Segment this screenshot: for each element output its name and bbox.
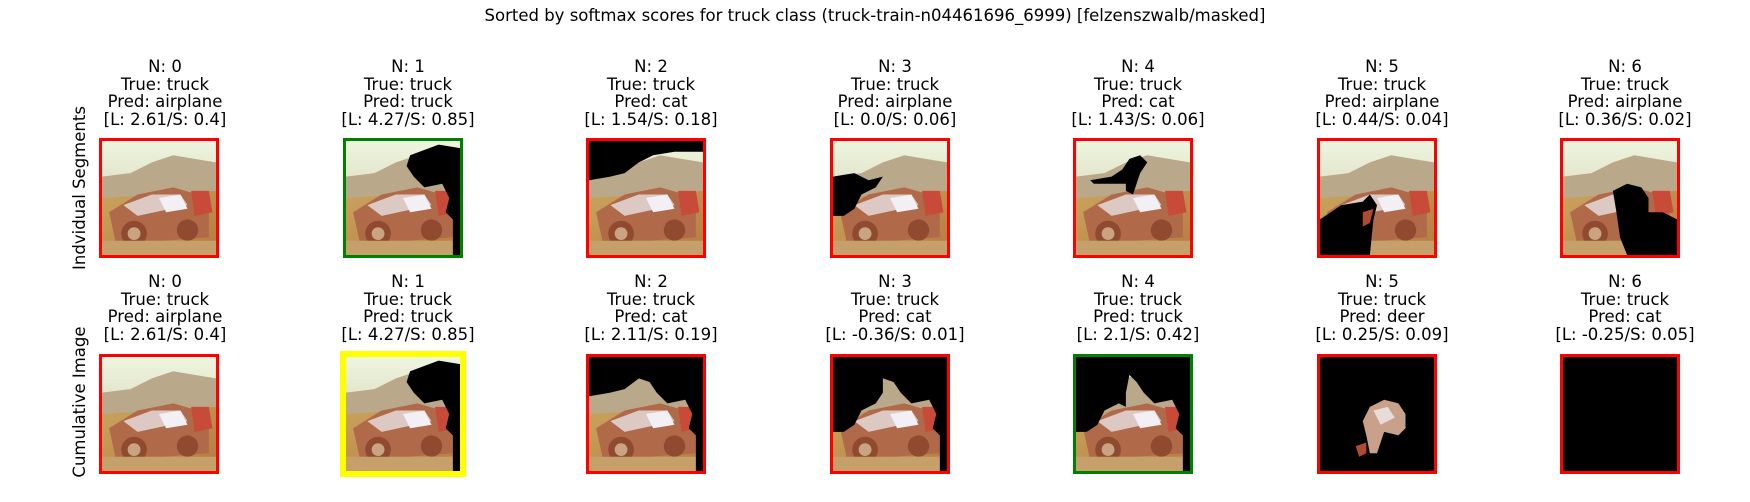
segment-panel-1: N: 1 True: truck Pred: truck [L: 4.27/S:… — [323, 58, 493, 128]
panel-index-label: N: 4 — [1121, 57, 1155, 76]
segment-image-3 — [830, 138, 950, 258]
panel-score-label: [L: 2.1/S: 0.42] — [1076, 324, 1200, 344]
panel-pred-label: Pred: deer — [1339, 307, 1425, 326]
figure-title: Sorted by softmax scores for truck class… — [484, 6, 1266, 25]
panel-true-label: True: truck — [120, 289, 210, 309]
panel-index-label: N: 0 — [148, 272, 182, 291]
panel-score-label: [L: 2.61/S: 0.4] — [103, 109, 227, 129]
cumulative-panel-5: N: 5 True: truck Pred: deer [L: 0.25/S: … — [1297, 273, 1467, 343]
panel-score-label: [L: 2.11/S: 0.19] — [584, 324, 718, 344]
panel-pred-label: Pred: cat — [1101, 92, 1175, 111]
cumulative-panel-1: N: 1 True: truck Pred: truck [L: 4.27/S:… — [323, 273, 493, 343]
cumulative-image-0 — [99, 354, 219, 474]
cumulative-image-2 — [586, 354, 706, 474]
panel-true-label: True: truck — [850, 289, 940, 309]
cumulative-image-5 — [1317, 354, 1437, 474]
segment-panel-6: N: 6 True: truck Pred: airplane [L: 0.36… — [1540, 58, 1710, 128]
panel-true-label: True: truck — [120, 74, 210, 94]
panel-index-label: N: 4 — [1121, 272, 1155, 291]
panel-score-label: [L: 4.27/S: 0.85] — [341, 109, 475, 129]
panel-true-label: True: truck — [363, 289, 453, 309]
panel-pred-label: Pred: truck — [363, 307, 453, 326]
panel-score-label: [L: -0.25/S: 0.05] — [1555, 324, 1695, 344]
panel-index-label: N: 3 — [878, 272, 912, 291]
panel-true-label: True: truck — [1580, 289, 1670, 309]
panel-pred-label: Pred: truck — [1093, 307, 1183, 326]
panel-true-label: True: truck — [1580, 74, 1670, 94]
cumulative-image-3 — [830, 354, 950, 474]
segment-image-1 — [343, 138, 463, 258]
panel-true-label: True: truck — [1093, 74, 1183, 94]
segment-panel-3: N: 3 True: truck Pred: airplane [L: 0.0/… — [810, 58, 980, 128]
panel-pred-label: Pred: cat — [858, 307, 932, 326]
panel-true-label: True: truck — [606, 289, 696, 309]
panel-true-label: True: truck — [363, 74, 453, 94]
cumulative-image-6 — [1560, 354, 1680, 474]
panel-index-label: N: 6 — [1608, 272, 1642, 291]
panel-true-label: True: truck — [606, 74, 696, 94]
segment-image-4 — [1073, 138, 1193, 258]
cumulative-image-1 — [340, 351, 466, 477]
segment-panel-4: N: 4 True: truck Pred: cat [L: 1.43/S: 0… — [1053, 58, 1223, 128]
panel-score-label: [L: 2.61/S: 0.4] — [103, 324, 227, 344]
panel-index-label: N: 5 — [1365, 272, 1399, 291]
segment-image-0 — [99, 138, 219, 258]
panel-index-label: N: 0 — [148, 57, 182, 76]
panel-index-label: N: 6 — [1608, 57, 1642, 76]
panel-pred-label: Pred: airplane — [837, 92, 953, 111]
panel-true-label: True: truck — [1093, 289, 1183, 309]
panel-score-label: [L: 0.25/S: 0.09] — [1315, 324, 1449, 344]
panel-index-label: N: 1 — [391, 272, 425, 291]
segment-panel-5: N: 5 True: truck Pred: airplane [L: 0.44… — [1297, 58, 1467, 128]
panel-pred-label: Pred: airplane — [1324, 92, 1440, 111]
cumulative-panel-3: N: 3 True: truck Pred: cat [L: -0.36/S: … — [810, 273, 980, 343]
panel-pred-label: Pred: truck — [363, 92, 453, 111]
panel-true-label: True: truck — [1337, 74, 1427, 94]
panel-true-label: True: truck — [1337, 289, 1427, 309]
panel-true-label: True: truck — [850, 74, 940, 94]
panel-index-label: N: 2 — [634, 57, 668, 76]
segment-panel-2: N: 2 True: truck Pred: cat [L: 1.54/S: 0… — [566, 58, 736, 128]
panel-pred-label: Pred: cat — [1588, 307, 1662, 326]
cumulative-panel-2: N: 2 True: truck Pred: cat [L: 2.11/S: 0… — [566, 273, 736, 343]
panel-score-label: [L: 4.27/S: 0.85] — [341, 324, 475, 344]
panel-score-label: [L: 0.0/S: 0.06] — [833, 109, 957, 129]
panel-score-label: [L: 0.36/S: 0.02] — [1558, 109, 1692, 129]
panel-score-label: [L: 1.43/S: 0.06] — [1071, 109, 1205, 129]
panel-pred-label: Pred: cat — [614, 92, 688, 111]
panel-pred-label: Pred: airplane — [107, 307, 223, 326]
segment-image-5 — [1317, 138, 1437, 258]
panel-score-label: [L: -0.36/S: 0.01] — [825, 324, 965, 344]
cumulative-panel-4: N: 4 True: truck Pred: truck [L: 2.1/S: … — [1053, 273, 1223, 343]
panel-index-label: N: 3 — [878, 57, 912, 76]
segment-image-6 — [1560, 138, 1680, 258]
panel-index-label: N: 1 — [391, 57, 425, 76]
panel-pred-label: Pred: airplane — [107, 92, 223, 111]
cumulative-image-4 — [1073, 354, 1193, 474]
cumulative-panel-6: N: 6 True: truck Pred: cat [L: -0.25/S: … — [1540, 273, 1710, 343]
panel-pred-label: Pred: airplane — [1567, 92, 1683, 111]
panel-index-label: N: 2 — [634, 272, 668, 291]
panel-pred-label: Pred: cat — [614, 307, 688, 326]
panel-score-label: [L: 1.54/S: 0.18] — [584, 109, 718, 129]
segment-panel-0: N: 0 True: truck Pred: airplane [L: 2.61… — [80, 58, 250, 128]
panel-index-label: N: 5 — [1365, 57, 1399, 76]
segment-image-2 — [586, 138, 706, 258]
cumulative-panel-0: N: 0 True: truck Pred: airplane [L: 2.61… — [80, 273, 250, 343]
panel-score-label: [L: 0.44/S: 0.04] — [1315, 109, 1449, 129]
